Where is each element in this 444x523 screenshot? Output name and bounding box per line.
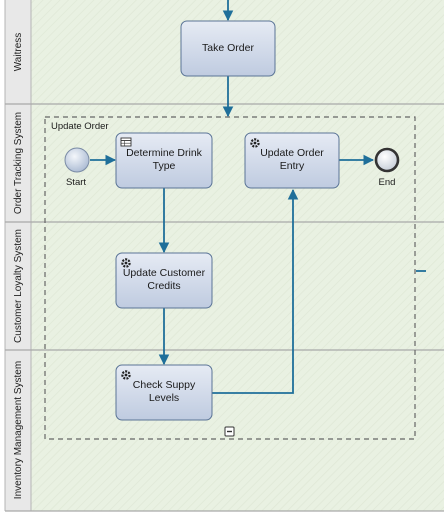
task-check-supply-levels-box[interactable]: [115, 364, 213, 421]
gear-icon: [250, 138, 260, 148]
business-rule-icon: [120, 137, 132, 147]
task-update-order-entry[interactable]: Update Order Entry: [244, 132, 340, 189]
gear-icon: [121, 370, 131, 380]
end-event[interactable]: End: [374, 147, 400, 188]
task-label-line1: Check Suppy: [133, 379, 196, 391]
start-event[interactable]: Start: [64, 147, 90, 188]
task-label-line1: Determine Drink: [126, 147, 203, 159]
task-label-line2: Credits: [147, 280, 180, 292]
lane-band-customer-loyalty: [31, 222, 444, 350]
task-determine-drink-type-box[interactable]: [115, 132, 213, 189]
task-check-supply-levels[interactable]: Check Suppy Levels: [115, 364, 213, 421]
end-event-label: End: [379, 177, 396, 188]
task-label-line2: Type: [153, 160, 176, 172]
task-label-line2: Entry: [280, 160, 305, 172]
lane-label-column: [5, 0, 31, 511]
task-update-order-entry-box[interactable]: [244, 132, 340, 189]
task-take-order[interactable]: Take Order: [180, 20, 276, 77]
lane-label-waitress: Waitress: [13, 33, 24, 72]
subprocess-label: Update Order: [51, 121, 109, 132]
flow-supply-to-update-entry[interactable]: [212, 188, 299, 394]
lane-band-inventory: [31, 350, 444, 511]
lane-label-order-tracking: Order Tracking System: [13, 112, 24, 214]
gear-icon: [121, 258, 131, 268]
end-event-circle[interactable]: [374, 147, 400, 173]
task-determine-drink-type[interactable]: Determine Drink Type: [115, 132, 213, 189]
sequence-flows: [90, 0, 375, 394]
task-label-line2: Levels: [149, 392, 179, 404]
lane-label-inventory: Inventory Management System: [13, 361, 24, 499]
task-label-line1: Update Customer: [123, 267, 206, 279]
lane-label-customer-loyalty: Customer Loyalty System: [13, 229, 24, 343]
start-event-label: Start: [66, 177, 86, 188]
collapse-icon[interactable]: [224, 426, 235, 437]
start-event-circle[interactable]: [64, 147, 90, 173]
task-take-order-box[interactable]: [180, 20, 276, 77]
task-update-customer-credits-box[interactable]: [115, 252, 213, 309]
task-update-customer-credits[interactable]: Update Customer Credits: [115, 252, 213, 309]
task-label: Take Order: [202, 42, 254, 54]
task-label-line1: Update Order: [260, 147, 324, 159]
